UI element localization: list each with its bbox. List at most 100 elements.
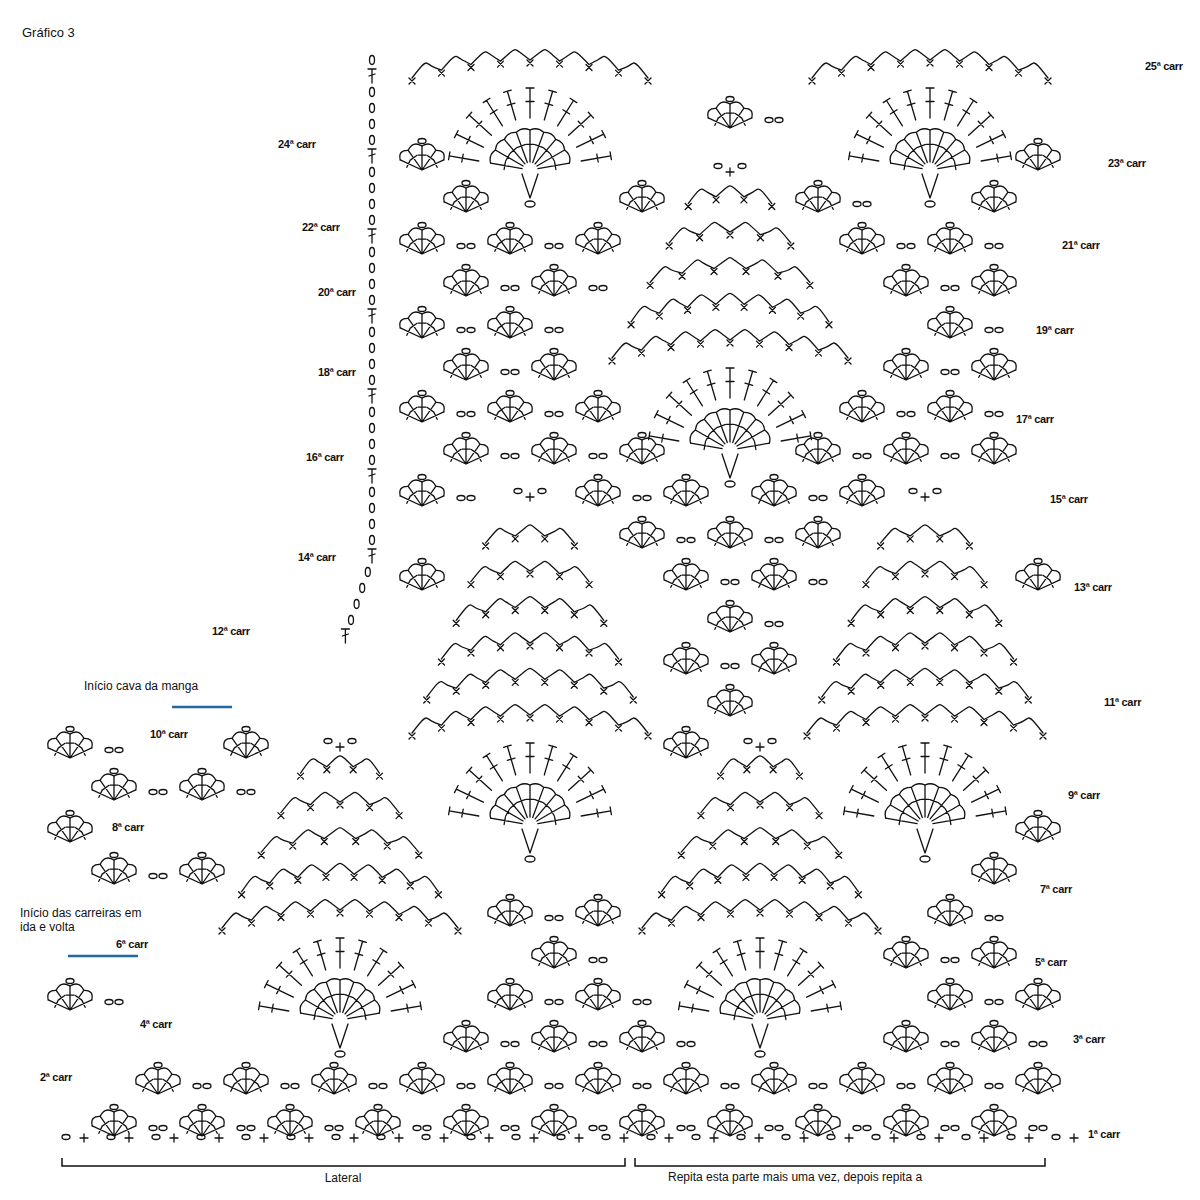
single-crochet — [698, 813, 704, 819]
row-label: 11ª carr — [1104, 696, 1141, 709]
single-crochet — [586, 582, 592, 588]
row-label: 5ª carr — [1035, 956, 1067, 969]
chain-arch — [620, 1026, 664, 1042]
chain-stitch — [731, 1084, 739, 1089]
single-crochet — [656, 313, 662, 319]
chain-loop-row — [881, 525, 970, 543]
picot — [550, 1105, 558, 1110]
chain-stitch — [731, 580, 739, 585]
shell-stitch — [664, 650, 708, 674]
picot — [946, 307, 954, 312]
chain-stitch — [525, 201, 535, 207]
chain-arch — [48, 816, 92, 832]
shell-stitch — [1016, 1070, 1060, 1094]
chain-stitch — [370, 504, 375, 513]
picot — [154, 1063, 162, 1068]
shell-stitch — [444, 188, 488, 212]
chain-stitch — [545, 1084, 553, 1089]
chain-stitch — [149, 874, 157, 879]
picot — [594, 475, 602, 480]
picot — [594, 895, 602, 900]
chain-arch — [268, 1110, 312, 1126]
chain-stitch — [370, 184, 375, 193]
single-crochet — [424, 697, 430, 703]
chain-stitch — [951, 454, 959, 459]
single-crochet — [685, 307, 691, 313]
shell-stitch — [576, 482, 620, 506]
shell-stitch — [312, 1070, 356, 1094]
shell-stitch — [576, 986, 620, 1010]
double-crochet-fan — [449, 88, 612, 162]
single-crochet — [669, 920, 675, 926]
shell-stitch — [972, 860, 1016, 884]
single-crochet — [937, 679, 943, 685]
chain-arch — [400, 228, 444, 244]
single-crochet — [324, 767, 330, 773]
picot — [1034, 559, 1042, 564]
chain-stitch — [159, 1126, 167, 1131]
chain-arch — [708, 690, 752, 706]
shell-stitch — [708, 692, 752, 716]
chain-stitch — [370, 88, 375, 97]
single-crochet — [726, 168, 734, 176]
single-crochet — [485, 1134, 493, 1142]
double-crochet-fan — [849, 88, 1012, 162]
chain-arch — [488, 228, 532, 244]
chain-stitch — [775, 622, 783, 627]
single-crochet — [966, 682, 972, 688]
single-crochet — [639, 928, 645, 934]
single-crochet — [571, 612, 577, 618]
chain-stitch — [370, 56, 375, 65]
chain-stitch — [897, 244, 905, 249]
chain-loop-row — [851, 597, 999, 621]
chain-stitch — [633, 496, 641, 501]
chain-stitch — [370, 408, 375, 417]
chain-stitch — [917, 1135, 925, 1140]
chain-arch — [444, 438, 488, 454]
chain-stitch — [714, 164, 722, 169]
single-crochet — [756, 743, 764, 751]
single-crochet — [409, 78, 415, 84]
chain-stitch — [370, 520, 375, 529]
picot — [506, 391, 514, 396]
picot — [638, 1105, 646, 1110]
chain-stitch — [738, 164, 746, 169]
chain-stitch — [1029, 1126, 1037, 1131]
stitch-symbols — [48, 50, 1078, 1142]
chain-arch — [840, 1068, 884, 1084]
chain-loop-row — [807, 705, 1043, 733]
chain-stitch — [775, 1126, 783, 1131]
double-crochet — [341, 629, 349, 643]
chain-arch — [708, 1110, 752, 1126]
double-crochet-fan — [691, 410, 770, 450]
shell-stitch — [620, 1028, 664, 1052]
chain-arch — [620, 438, 664, 454]
picot — [682, 643, 690, 648]
single-crochet — [679, 273, 685, 279]
row-label: 8ª carr — [112, 821, 144, 834]
picot — [462, 1105, 470, 1110]
chain-stitch — [413, 1126, 421, 1131]
chain-stitch — [809, 496, 817, 501]
picot — [990, 433, 998, 438]
chain-arch — [708, 606, 752, 622]
single-crochet — [741, 304, 747, 310]
shell-stitch — [884, 944, 928, 968]
picot — [550, 937, 558, 942]
row-label: 10ª carr — [150, 728, 188, 741]
chain-stitch — [985, 244, 993, 249]
picot — [66, 811, 74, 816]
row-label: 18ª carr — [318, 366, 356, 379]
shell-stitch — [840, 482, 884, 506]
single-crochet — [483, 612, 489, 618]
shell-stitch — [752, 566, 796, 590]
chain-arch — [576, 1068, 620, 1084]
picot — [462, 265, 470, 270]
chain-arch — [928, 396, 972, 412]
picot — [550, 1021, 558, 1026]
chain-stitch — [687, 538, 695, 543]
picot — [594, 1063, 602, 1068]
picot — [990, 181, 998, 186]
picot — [66, 979, 74, 984]
